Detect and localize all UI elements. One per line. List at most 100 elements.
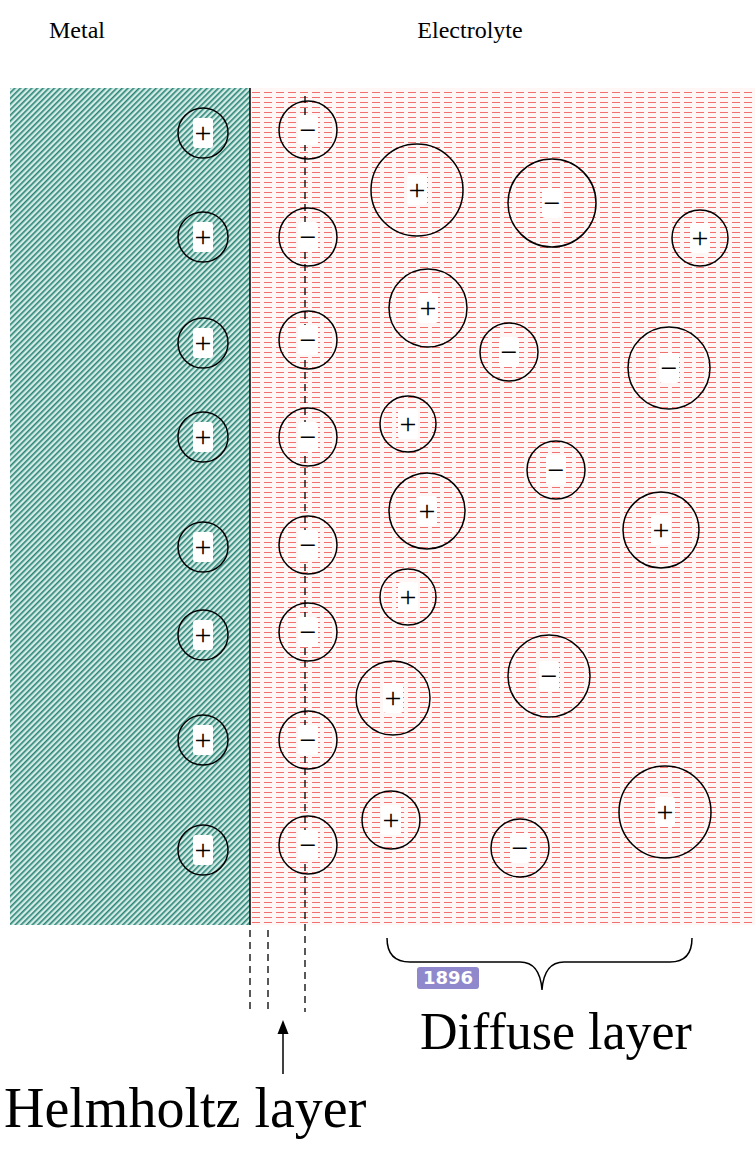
solvated-ion: − [627, 326, 711, 410]
helmholtz-leader [282, 1032, 284, 1074]
region-name: Metal [49, 17, 105, 43]
ion-outline [178, 212, 228, 262]
charge-sign: + [398, 582, 419, 612]
charge-sign: + [651, 515, 672, 545]
ion-outline [279, 408, 337, 466]
ion-outline [178, 610, 228, 660]
ion-outline [279, 516, 337, 574]
charge-sign: − [510, 833, 531, 863]
metal-fill [10, 88, 250, 925]
charge-sign: + [407, 175, 428, 205]
charge-sign: + [690, 223, 711, 253]
charge-sign: + [193, 118, 214, 148]
adsorbed-anion: − [278, 100, 338, 160]
adsorbed-anion: − [278, 407, 338, 467]
solvated-ion: + [361, 790, 421, 850]
ion-outline [178, 522, 228, 572]
ion-outline [508, 635, 590, 717]
ion-outline [527, 441, 585, 499]
layer-label: Diffuse layer [420, 1003, 692, 1060]
ion-outline [389, 269, 467, 347]
ion-outline [389, 473, 465, 549]
solvated-ion: + [388, 472, 466, 550]
adsorbed-anion: − [278, 815, 338, 875]
ion-outline [279, 603, 337, 661]
region-heading: Electrolyte [360, 16, 580, 45]
ion-outline [279, 816, 337, 874]
solvated-ion: + [379, 395, 437, 453]
watermark-year: 1896 [417, 967, 479, 989]
ion-outline [491, 819, 549, 877]
charge-sign: − [539, 661, 560, 691]
solvated-ion: + [355, 660, 431, 736]
charge-sign: + [193, 725, 214, 755]
ion-outline [380, 569, 436, 625]
solvated-ion: − [507, 158, 597, 248]
charge-sign: + [383, 683, 404, 713]
cation: + [177, 609, 229, 661]
ion-outline [619, 766, 711, 858]
solvated-ion: − [490, 818, 550, 878]
cation: + [177, 521, 229, 573]
diffuse-brace [387, 938, 692, 990]
charge-sign: + [417, 496, 438, 526]
ion-outline [371, 144, 463, 236]
leader-arrowhead [278, 1020, 289, 1034]
solvated-ion: − [526, 440, 586, 500]
solvated-ion: − [507, 634, 591, 718]
layer-label: Diffuse layer [420, 1003, 692, 1060]
ion-outline [628, 327, 710, 409]
ion-outline [279, 711, 337, 769]
layer-boundary [249, 930, 250, 1012]
region-name: Electrolyte [417, 17, 522, 43]
charge-sign: + [655, 797, 676, 827]
charge-sign: − [298, 725, 319, 755]
charge-sign: + [398, 409, 419, 439]
charge-sign: − [546, 455, 567, 485]
metal-surface [249, 88, 251, 925]
solvated-ion: + [370, 143, 464, 237]
charge-sign: + [193, 328, 214, 358]
cation: + [177, 411, 229, 463]
charge-sign: + [193, 222, 214, 252]
charge-sign: − [298, 530, 319, 560]
solvated-ion: + [379, 568, 437, 626]
charge-sign: + [418, 293, 439, 323]
adsorbed-anion: − [278, 207, 338, 267]
metal-region: Metal++++++++ [10, 88, 250, 925]
charge-sign: − [659, 353, 680, 383]
charge-sign: + [193, 835, 214, 865]
solvated-ion: + [618, 765, 712, 859]
region-heading: Metal [27, 16, 127, 45]
ion-outline [178, 715, 228, 765]
charge-sign: + [381, 805, 402, 835]
layer-label: Helmholtz layer [4, 1078, 366, 1140]
ion-outline [356, 661, 430, 735]
adsorbed-anion: − [278, 515, 338, 575]
layer-boundary [267, 930, 268, 1012]
charge-sign: − [298, 222, 319, 252]
ion-outline [508, 159, 596, 247]
charge-sign: − [499, 337, 520, 367]
solvated-ion: + [388, 268, 468, 348]
charge-sign: + [193, 532, 214, 562]
cation: + [177, 317, 229, 369]
cation: + [177, 714, 229, 766]
ion-outline [178, 412, 228, 462]
charge-sign: − [298, 115, 319, 145]
ion-outline [362, 791, 420, 849]
charge-sign: + [193, 620, 214, 650]
electrolyte-region: Electrolyte−−−−−−−−+−++−−+−++++−++− [250, 88, 755, 925]
charge-sign: − [542, 188, 563, 218]
layer-label: Helmholtz layer [4, 1078, 366, 1140]
ion-outline [279, 101, 337, 159]
ion-outline [380, 396, 436, 452]
ion-outline [623, 492, 699, 568]
adsorbed-anion: − [278, 710, 338, 770]
cation: + [177, 211, 229, 263]
ion-outline [178, 318, 228, 368]
solvated-ion: + [622, 491, 700, 569]
charge-sign: − [298, 422, 319, 452]
